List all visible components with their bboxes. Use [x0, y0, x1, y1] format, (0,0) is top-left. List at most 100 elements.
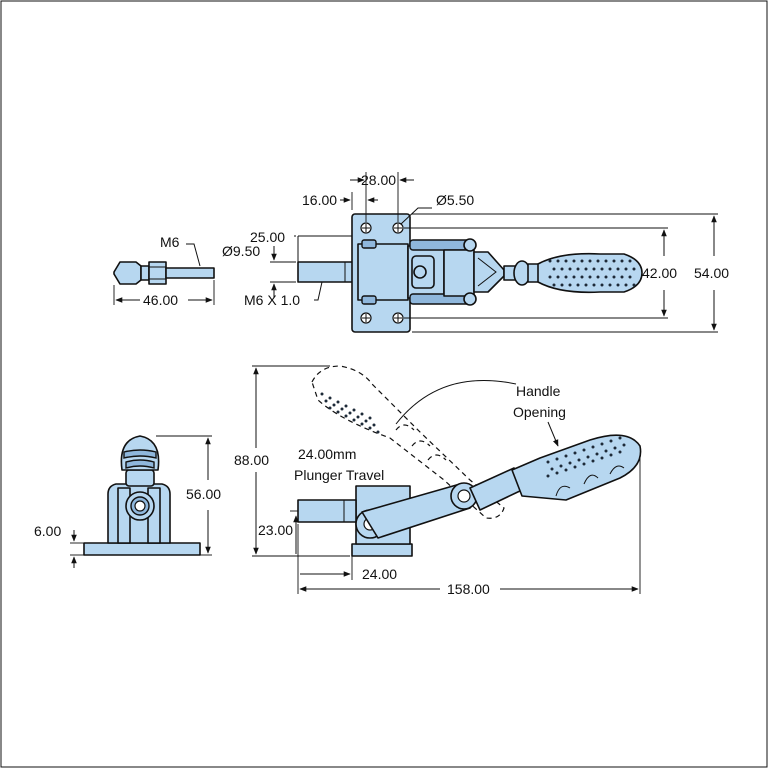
grip-texture-dot [572, 259, 576, 263]
bolt-length-dim: 46.00 [143, 292, 178, 308]
grip-texture-dot [624, 267, 628, 271]
grip-texture-dot [600, 283, 604, 287]
grip-texture-dot [556, 259, 560, 263]
grip-texture-dot [608, 283, 612, 287]
grip-texture-dot [546, 460, 550, 464]
grip-texture-dot [564, 275, 568, 279]
bolt-nut [148, 261, 167, 285]
grip-texture-dot [588, 259, 592, 263]
grip-texture-dot [628, 275, 632, 279]
grip-texture-dot [618, 436, 622, 440]
grip-texture-dot [622, 443, 626, 447]
grip-texture-dot [580, 275, 584, 279]
grip-texture-dot [592, 267, 596, 271]
grip-texture-dot [328, 396, 332, 400]
end-height-dim: 56.00 [186, 486, 221, 502]
grip-texture-dot [616, 267, 620, 271]
grip-texture-dot [336, 400, 340, 404]
bolt-view: M6 46.00 [113, 234, 215, 308]
grip-texture-dot [576, 283, 580, 287]
handle-grip [537, 252, 643, 294]
grip-texture-dot [596, 275, 600, 279]
grip-texture-dot [576, 267, 580, 271]
grip-texture-dot [568, 283, 572, 287]
grip-texture-dot [568, 267, 572, 271]
grip-texture-dot [360, 412, 364, 416]
grip-texture-dot [356, 415, 360, 419]
grip-texture-dot [564, 468, 568, 472]
grip-texture-dot [584, 283, 588, 287]
grip-texture-dot [559, 464, 563, 468]
plunger-travel-label-1: 24.00mm [298, 446, 356, 462]
grip-texture-dot [600, 267, 604, 271]
grip-texture-dot [555, 471, 559, 475]
grip-texture-dot [595, 452, 599, 456]
grip-texture-dot [348, 411, 352, 415]
grip-texture-dot [632, 267, 636, 271]
grip-texture-dot [376, 430, 380, 434]
grip-texture-dot [604, 449, 608, 453]
grip-texture-dot [368, 426, 372, 430]
grip-texture-dot [548, 259, 552, 263]
grip-texture-dot [592, 283, 596, 287]
grip-texture-dot [628, 259, 632, 263]
hole-spacing-x-dim: 28.00 [361, 172, 396, 188]
grip-texture-dot [573, 451, 577, 455]
grip-texture-dot [620, 259, 624, 263]
grip-texture-dot [609, 439, 613, 443]
grip-texture-dot [548, 275, 552, 279]
grip-texture-dot [609, 453, 613, 457]
top-view: 28.00 16.00 Ø5.50 25.00 Ø9.50 M6 X 1.0 4… [222, 172, 729, 333]
grip-texture-dot [340, 407, 344, 411]
grip-texture-dot [564, 259, 568, 263]
grip-texture-dot [564, 454, 568, 458]
grip-texture-dot [596, 259, 600, 263]
hole-spacing-y-dim: 42.00 [642, 265, 677, 281]
grip-texture-dot [336, 410, 340, 414]
base-thickness-dim: 6.00 [34, 523, 61, 539]
grip-texture-dot [560, 283, 564, 287]
grip-texture-dot [364, 419, 368, 423]
grip-texture-dot [320, 392, 324, 396]
grip-texture-dot [608, 267, 612, 271]
grip-texture-dot [332, 403, 336, 407]
bolt-collar [140, 265, 150, 281]
grip-texture-dot [632, 283, 636, 287]
hole-diameter-dim: Ø5.50 [436, 192, 474, 208]
grip-texture-dot [586, 455, 590, 459]
overall-height-dim: 88.00 [234, 452, 269, 468]
grip-texture-dot [612, 275, 616, 279]
grip-texture-dot [600, 456, 604, 460]
plunger-thread-dim: M6 X 1.0 [244, 292, 300, 308]
handle-open-outline [311, 365, 505, 519]
hole-offset-dim: 16.00 [302, 192, 337, 208]
plunger-diameter-dim: Ø9.50 [222, 243, 260, 259]
handle-opening-label-2: Opening [513, 404, 566, 420]
grip-texture-dot [556, 275, 560, 279]
grip-texture-dot [582, 462, 586, 466]
grip-texture-dot [618, 450, 622, 454]
grip-texture-dot [352, 408, 356, 412]
plunger-length-dim: 24.00 [362, 566, 397, 582]
grip-texture-dot [577, 458, 581, 462]
grip-texture-dot [344, 404, 348, 408]
plunger-offset-dim: 25.00 [250, 229, 285, 245]
grip-texture-dot [624, 283, 628, 287]
side-view: Handle Opening 24.00mm Plunger Travel 88… [234, 365, 642, 597]
end-view: 56.00 6.00 [34, 435, 221, 568]
base-width-dim: 54.00 [694, 265, 729, 281]
grip-texture-dot [568, 461, 572, 465]
grip-texture-dot [604, 275, 608, 279]
grip-texture-dot [584, 267, 588, 271]
grip-texture-dot [324, 399, 328, 403]
grip-texture-dot [344, 414, 348, 418]
grip-texture-dot [572, 275, 576, 279]
grip-texture-dot [360, 422, 364, 426]
grip-texture-dot [588, 275, 592, 279]
grip-texture-dot [560, 267, 564, 271]
grip-texture-dot [582, 448, 586, 452]
bolt-head [113, 261, 142, 285]
